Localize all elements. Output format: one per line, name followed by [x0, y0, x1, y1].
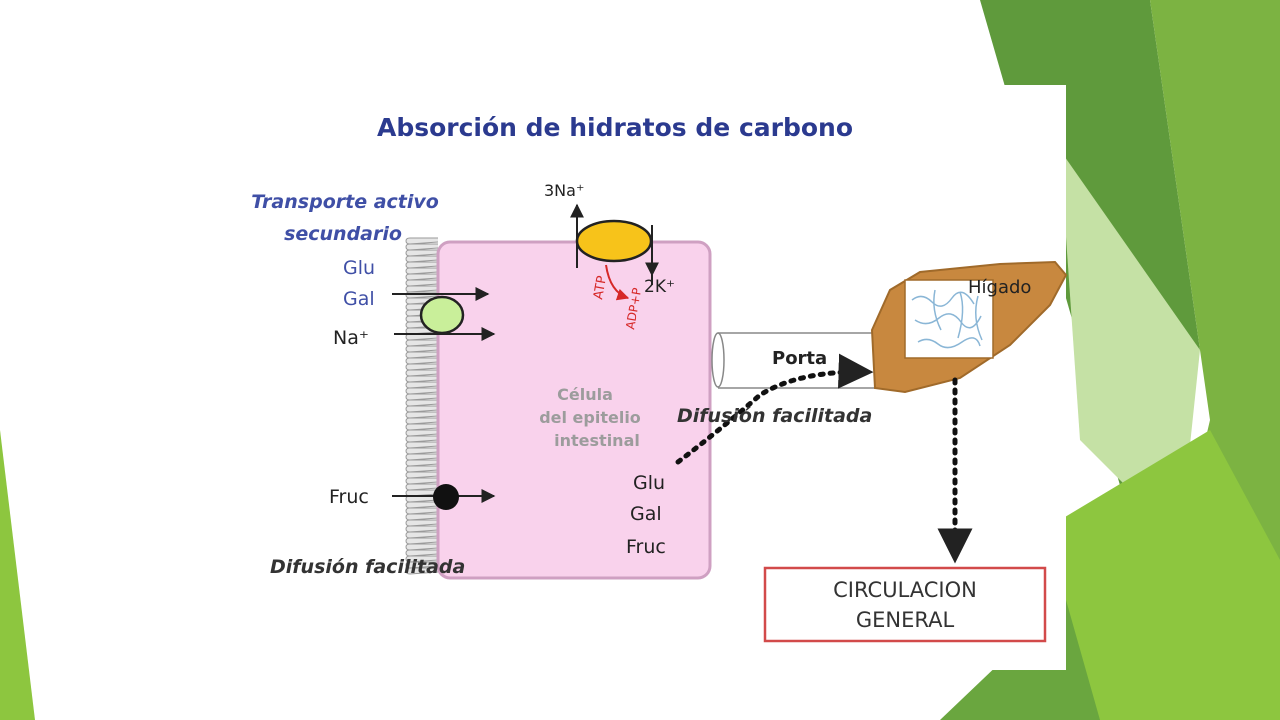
microvillus: [405, 435, 439, 443]
cell-label-line3: intestinal: [554, 431, 640, 450]
fruc-label: Fruc: [329, 486, 369, 508]
microvillus: [405, 387, 439, 395]
microvillus: [405, 375, 439, 383]
microvillus: [405, 507, 439, 515]
microvillus: [405, 477, 439, 485]
microvillus: [405, 519, 439, 527]
pump-k-label: 2K⁺: [644, 277, 675, 297]
liver-lobule-window: [904, 279, 994, 359]
liver-label: Hígado: [968, 277, 1031, 298]
atp-arrow: [605, 264, 630, 301]
microvillus: [405, 243, 439, 251]
microvilli-brush-border: [405, 237, 439, 575]
microvillus: [405, 525, 439, 533]
active-transport-line1: Transporte activo: [251, 191, 439, 213]
glut5-transporter: [433, 484, 459, 510]
microvillus: [405, 339, 439, 347]
microvillus: [405, 441, 439, 449]
microvillus: [405, 537, 439, 545]
microvillus: [405, 465, 439, 473]
cell-label-line1: Célula: [557, 385, 613, 404]
exit-glu-label: Glu: [633, 472, 665, 494]
microvillus: [405, 345, 439, 353]
microvillus: [405, 285, 439, 293]
facilitated-diffusion-top: Difusión facilitada: [677, 405, 872, 427]
microvillus: [405, 267, 439, 275]
portal-vein-opening: [711, 332, 725, 388]
microvillus: [405, 249, 439, 257]
microvillus: [405, 255, 439, 263]
microvillus: [405, 357, 439, 365]
microvillus: [405, 453, 439, 461]
microvillus: [405, 261, 439, 269]
microvillus: [405, 423, 439, 431]
atp-label: ATP: [591, 275, 610, 301]
circulation-line2: GENERAL: [856, 608, 955, 632]
microvillus: [405, 237, 439, 245]
microvillus: [405, 381, 439, 389]
glu-label: Glu: [343, 257, 375, 279]
microvillus: [405, 399, 439, 407]
microvillus: [405, 411, 439, 419]
exit-gal-label: Gal: [630, 503, 662, 525]
microvillus: [405, 513, 439, 521]
circulation-line1: CIRCULACION: [833, 578, 977, 602]
epithelial-cell: [436, 240, 712, 580]
microvillus: [405, 279, 439, 287]
general-circulation-box: [763, 566, 1047, 643]
microvillus: [405, 483, 439, 491]
sglt1-transporter: [419, 295, 465, 335]
microvillus: [405, 531, 439, 539]
microvillus: [405, 405, 439, 413]
dotted-path-to-porta: [675, 353, 874, 465]
exit-fruc-label: Fruc: [626, 536, 666, 558]
cell-label-line2: del epitelio: [539, 408, 641, 427]
diagram-title: Absorción de hidratos de carbono: [377, 113, 853, 142]
microvillus: [405, 393, 439, 401]
microvillus: [405, 447, 439, 455]
microvillus: [405, 369, 439, 377]
facet-left: [0, 430, 35, 720]
na-label: Na⁺: [333, 327, 369, 349]
microvillus: [405, 501, 439, 509]
liver-sinusoids: [911, 289, 983, 349]
microvillus: [405, 459, 439, 467]
facet-pale: [1060, 150, 1200, 540]
gal-label: Gal: [343, 288, 375, 310]
microvillus: [405, 363, 439, 371]
microvillus: [405, 429, 439, 437]
microvillus: [405, 273, 439, 281]
facilitated-diffusion-bottom: Difusión facilitada: [270, 556, 465, 578]
microvillus: [405, 351, 439, 359]
pump-na-label: 3Na⁺: [544, 181, 584, 200]
microvillus: [405, 543, 439, 551]
microvillus: [405, 471, 439, 479]
porta-label: Porta: [772, 348, 827, 369]
na-k-pump: [575, 219, 653, 263]
active-transport-line2: secundario: [284, 223, 402, 245]
microvillus: [405, 417, 439, 425]
facet-light-bottom: [1020, 430, 1280, 720]
microvillus: [405, 567, 439, 575]
